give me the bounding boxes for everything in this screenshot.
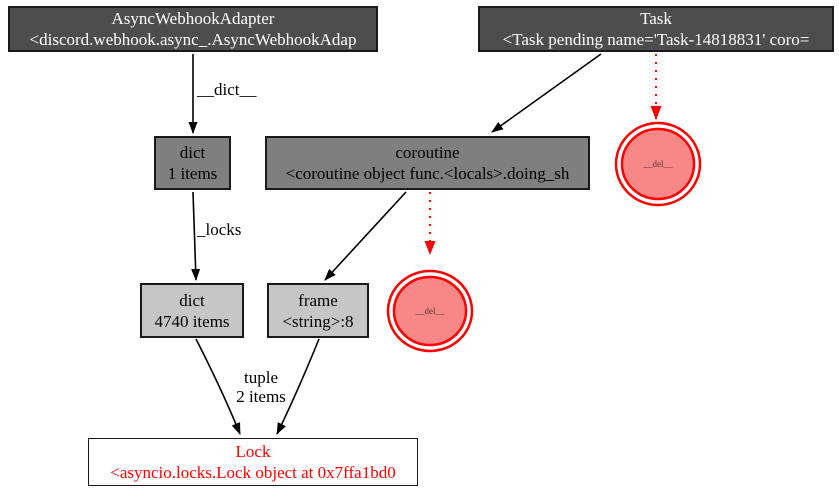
edge-label-locks-attr: _locks bbox=[197, 220, 242, 239]
edge-label-dict-attr: __dict__ bbox=[197, 80, 257, 99]
node-lock: Lock <asyncio.locks.Lock object at 0x7ff… bbox=[88, 438, 418, 486]
node-repr: 4740 items bbox=[154, 311, 230, 331]
node-repr: <asyncio.locks.Lock object at 0x7ffa1bd0 bbox=[110, 463, 396, 482]
node-repr: <coroutine object func.<locals>.doing_sh bbox=[285, 164, 570, 183]
edge-task-to-coroutine bbox=[491, 53, 602, 133]
node-title: dict bbox=[179, 290, 205, 310]
edge-label-tuple-count: 2 items bbox=[236, 387, 286, 406]
edge-coroutine-to-frame bbox=[324, 191, 407, 281]
del-label: __del__ bbox=[415, 306, 445, 316]
node-title: AsyncWebhookAdapter bbox=[111, 9, 275, 28]
node-title: Lock bbox=[235, 442, 271, 461]
node-title: frame bbox=[298, 290, 338, 310]
node-async-webhook-adapter: AsyncWebhookAdapter <discord.webhook.asy… bbox=[8, 6, 378, 52]
node-repr: <discord.webhook.async_.AsyncWebhookAdap bbox=[29, 30, 357, 49]
node-frame: frame <string>:8 bbox=[267, 283, 369, 338]
edge-frame-to-lock bbox=[276, 338, 320, 435]
del-node-left: __del__ bbox=[386, 269, 474, 353]
node-title: coroutine bbox=[395, 143, 460, 162]
node-title: Task bbox=[640, 9, 672, 28]
edge-dict-to-dict4740 bbox=[191, 191, 201, 281]
node-dict-4740-items: dict 4740 items bbox=[140, 283, 244, 338]
edge-label-tuple: tuple 2 items bbox=[215, 368, 307, 406]
del-node-right: __del__ bbox=[614, 121, 702, 207]
node-repr: 1 items bbox=[167, 164, 218, 183]
node-title: dict bbox=[179, 143, 206, 162]
edge-dict4740-to-lock bbox=[195, 338, 241, 435]
node-repr: <string>:8 bbox=[282, 311, 354, 331]
edge-label-tuple-type: tuple bbox=[244, 368, 278, 387]
node-dict-1-items: dict 1 items bbox=[154, 136, 231, 190]
node-repr: <Task pending name='Task-14818831' coro= bbox=[502, 30, 810, 49]
node-coroutine: coroutine <coroutine object func.<locals… bbox=[265, 136, 590, 190]
del-label: __del__ bbox=[643, 159, 673, 169]
node-task: Task <Task pending name='Task-14818831' … bbox=[478, 6, 834, 52]
